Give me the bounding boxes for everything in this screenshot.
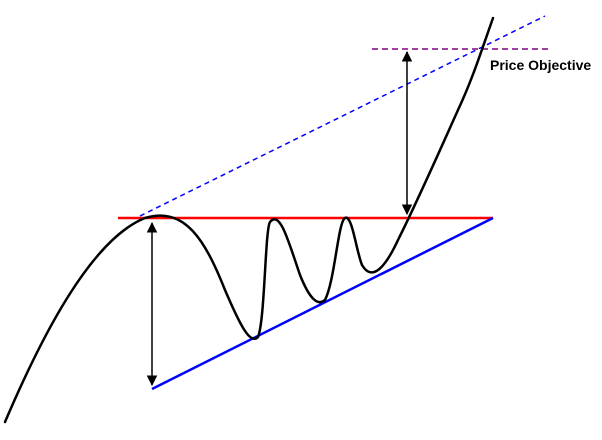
price-path (3, 16, 495, 424)
price-objective-label: Price Objective (490, 57, 591, 73)
support-line (151, 216, 494, 391)
projection-dashed-line (139, 15, 546, 217)
